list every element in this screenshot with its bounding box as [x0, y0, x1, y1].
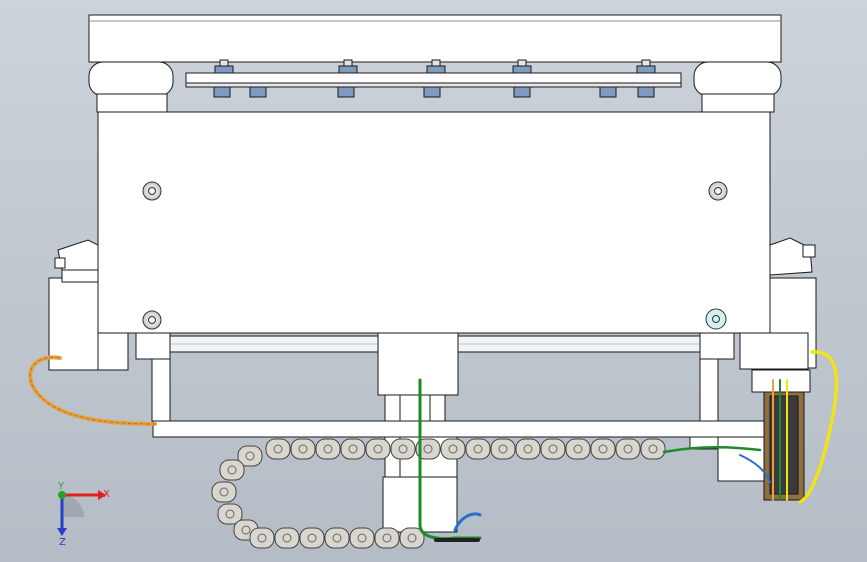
axis-x-label: X	[103, 489, 110, 500]
chain-link	[290, 438, 316, 460]
chain-link	[315, 438, 341, 460]
chain-link	[237, 445, 263, 467]
chain-link	[590, 438, 616, 460]
connector-block	[689, 369, 811, 501]
axis-y-label: Y	[57, 481, 65, 492]
chain-link	[349, 527, 375, 549]
screw-head-icon	[705, 308, 727, 330]
chain-link	[219, 459, 245, 481]
cable-chain	[211, 438, 666, 549]
chain-link	[249, 527, 275, 549]
chain-link	[515, 438, 541, 460]
coordinate-triad-icon: X Y Z	[57, 481, 110, 548]
chain-link	[390, 438, 416, 460]
chain-link	[265, 438, 291, 460]
chain-link	[340, 438, 366, 460]
bolt-icon	[249, 86, 267, 98]
chain-link	[274, 527, 300, 549]
bolt-icon	[636, 59, 656, 74]
bolt-icon	[214, 59, 234, 74]
wiring	[28, 350, 839, 542]
bolt-group	[213, 59, 656, 98]
chain-link	[365, 438, 391, 460]
chain-link	[440, 438, 466, 460]
center-motor	[377, 332, 459, 422]
axis-z-label: Z	[59, 537, 66, 548]
chain-link	[415, 438, 441, 460]
bolt-icon	[426, 59, 446, 74]
screw-head-icon	[708, 181, 728, 201]
bolt-icon	[513, 86, 531, 98]
bolt-icon	[338, 59, 358, 74]
chain-link	[374, 527, 400, 549]
right-side-clamp	[739, 237, 817, 370]
chain-link	[465, 438, 491, 460]
base-rail	[152, 420, 769, 438]
chain-link	[540, 438, 566, 460]
screw-head-icon	[142, 310, 162, 330]
bolt-icon	[512, 59, 532, 74]
screw-group	[142, 181, 728, 330]
chain-link	[399, 527, 425, 549]
chain-link	[217, 503, 243, 525]
bolt-icon	[423, 86, 441, 98]
bolt-bar	[185, 72, 682, 88]
screw-head-icon	[142, 181, 162, 201]
chain-link	[615, 438, 641, 460]
chain-link	[299, 527, 325, 549]
chain-link	[490, 438, 516, 460]
rail-supports	[135, 332, 735, 422]
main-body	[97, 111, 771, 334]
chain-link	[565, 438, 591, 460]
bolt-icon	[599, 86, 617, 98]
top-plate	[88, 14, 782, 63]
bolt-icon	[337, 86, 355, 98]
left-side-clamp	[48, 239, 129, 371]
chain-link	[211, 481, 237, 503]
bolt-icon	[213, 86, 231, 98]
support-blocks	[88, 61, 782, 113]
bolt-icon	[637, 86, 655, 98]
chain-link	[640, 438, 666, 460]
chain-link	[324, 527, 350, 549]
